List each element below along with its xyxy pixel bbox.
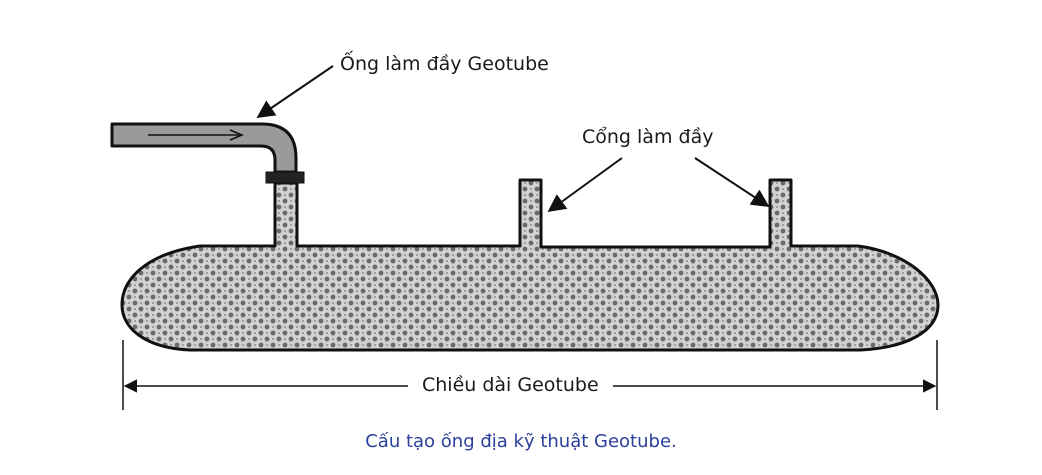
port-pointer-arrow-left [547, 157, 623, 213]
fill-pipe-label: Ống làm đầy Geotube [340, 53, 549, 75]
fill-pipe [110, 122, 305, 184]
figure-caption: Cấu tạo ống địa kỹ thuật Geotube. [365, 431, 677, 452]
geotube-length-label: Chiều dài Geotube [408, 376, 613, 395]
geotube-body [120, 178, 940, 352]
flow-arrow [148, 129, 244, 141]
port-pointer-arrow-right [694, 157, 770, 207]
fill-port-label: Cổng làm đầy [582, 126, 714, 148]
pipe-pointer-arrow [256, 65, 334, 119]
